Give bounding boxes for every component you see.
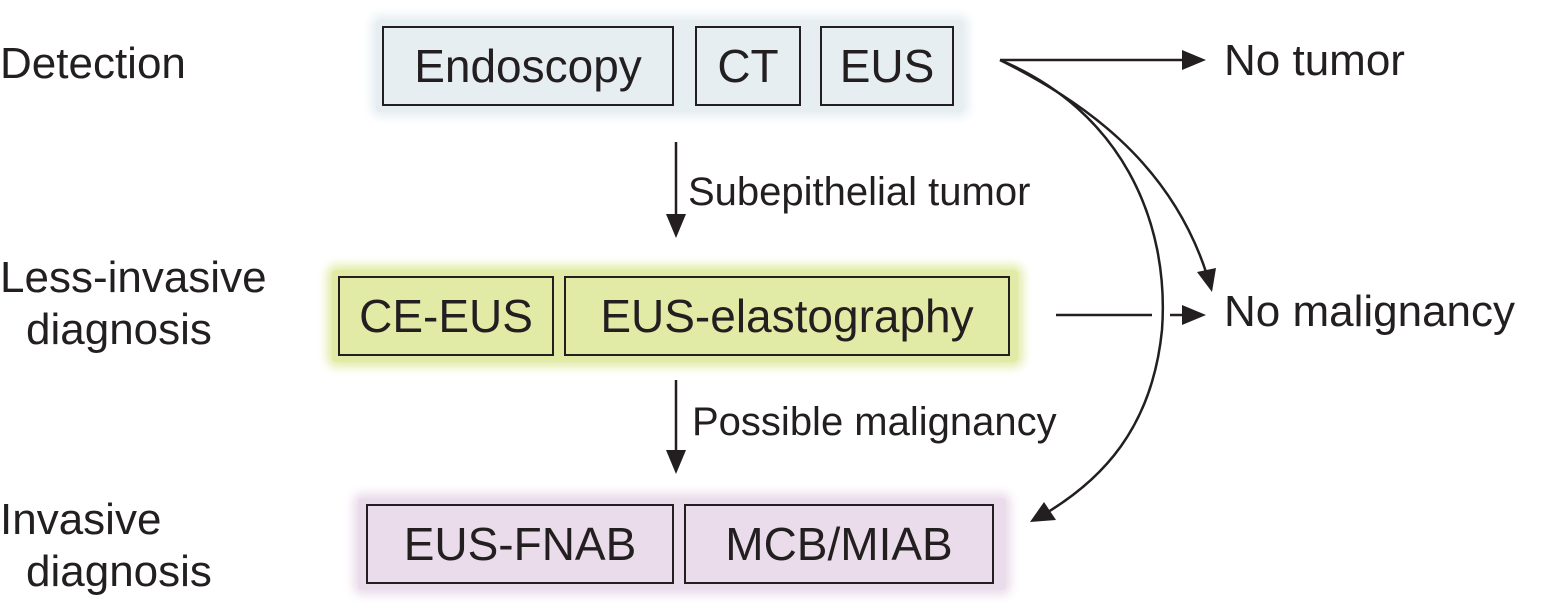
arrowhead-curve-invasive xyxy=(1030,502,1056,522)
less-invasive-box-eus-elastography: EUS-elastography xyxy=(564,276,1010,356)
edge-label-possible-malignancy: Possible malignancy xyxy=(692,400,1057,444)
less-invasive-group xyxy=(332,270,1018,362)
invasive-box-mcb-miab: MCB/MIAB xyxy=(684,504,994,584)
stage-label-invasive-line1: Invasive xyxy=(0,495,162,544)
outcome-no-tumor: No tumor xyxy=(1224,36,1405,85)
less-invasive-box-ce-eus: CE-EUS xyxy=(338,276,554,356)
arrowhead-possible-malignancy xyxy=(666,450,686,474)
detection-box-eus: EUS xyxy=(820,26,954,106)
detection-box-ct: CT xyxy=(695,26,801,106)
stage-label-less-invasive-line2: diagnosis xyxy=(26,305,212,354)
arrowhead-no-tumor xyxy=(1182,50,1206,70)
outcome-no-malignancy: No malignancy xyxy=(1224,287,1516,336)
detection-group xyxy=(376,20,964,112)
detection-box-endoscopy: Endoscopy xyxy=(382,26,674,106)
stage-label-invasive: Invasive diagnosis xyxy=(0,494,212,598)
stage-label-less-invasive: Less-invasive diagnosis xyxy=(0,252,267,356)
stage-label-less-invasive-line1: Less-invasive xyxy=(0,253,267,302)
curve-detection-to-invasive xyxy=(999,58,1165,514)
invasive-group xyxy=(358,498,1006,590)
arrowhead-subepithelial xyxy=(666,214,686,238)
arrowhead-no-malignancy xyxy=(1182,305,1206,325)
arrowhead-curve-no-malignancy xyxy=(1197,268,1216,292)
invasive-box-eus-fnab: EUS-FNAB xyxy=(366,504,674,584)
edge-label-subepithelial-tumor: Subepithelial tumor xyxy=(688,170,1031,214)
curve-detection-to-no-malignancy xyxy=(999,58,1209,276)
stage-label-detection: Detection xyxy=(0,39,186,88)
stage-label-invasive-line2: diagnosis xyxy=(26,547,212,596)
